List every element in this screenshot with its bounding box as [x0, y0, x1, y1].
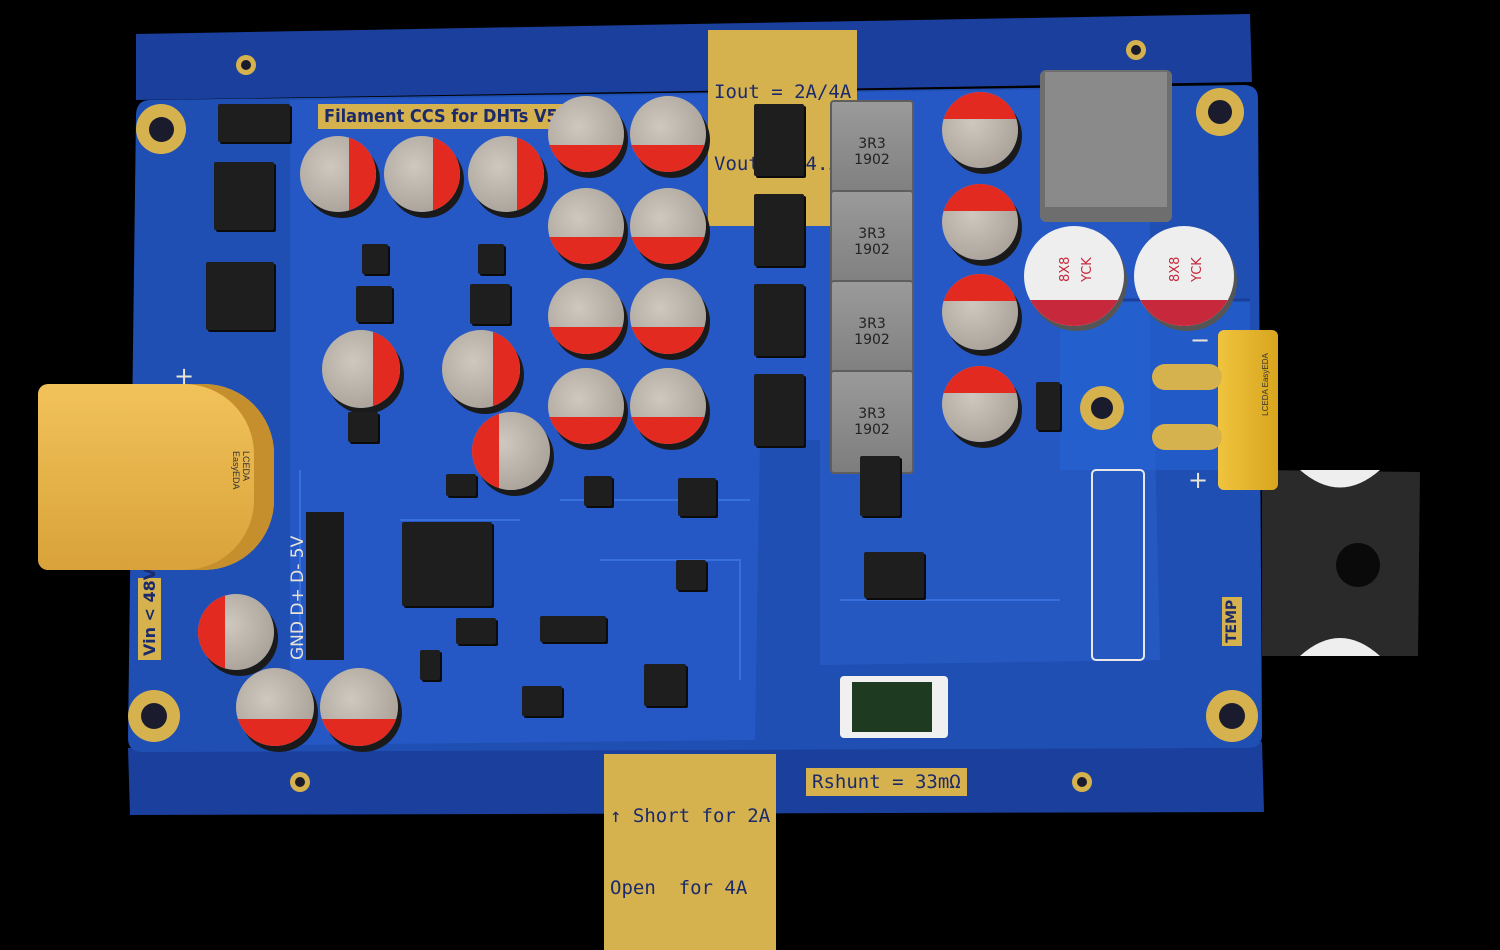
mount-hole [290, 772, 310, 792]
electrolytic-capacitor [548, 278, 624, 354]
ic-chip [584, 476, 612, 506]
mount-hole [128, 690, 180, 742]
minus-sign: − [1190, 326, 1211, 354]
electrolytic-capacitor [468, 136, 544, 212]
ic-chip [754, 104, 804, 176]
electrolytic-capacitor [236, 668, 314, 746]
electrolytic-capacitor [548, 188, 624, 264]
electrolytic-capacitor [384, 136, 460, 212]
mount-hole [1080, 386, 1124, 430]
rshunt-label: Rshunt = 33mΩ [806, 768, 967, 796]
top-frame [136, 14, 1252, 100]
electrolytic-capacitor [942, 184, 1018, 260]
electrolytic-capacitor [198, 594, 274, 670]
electrolytic-capacitor [300, 136, 376, 212]
ic-chip [214, 162, 274, 230]
connector-brand: LCEDA EasyEDA [1260, 353, 1270, 416]
electrolytic-capacitor [442, 330, 520, 408]
ic-chip [860, 456, 900, 516]
electrolytic-capacitor [942, 366, 1018, 442]
ic-chip [446, 474, 476, 496]
ic-chip [522, 686, 562, 716]
electrolytic-capacitor [630, 188, 706, 264]
ic-chip [754, 284, 804, 356]
ic-chip [348, 412, 378, 442]
ic-chip [754, 194, 804, 266]
electrolytic-capacitor [630, 278, 706, 354]
mount-hole [136, 104, 186, 154]
ic-chip [864, 552, 924, 598]
ic-chip [644, 664, 686, 706]
electrolytic-capacitor [942, 92, 1018, 168]
ic-chip [456, 618, 496, 644]
ic-chip [218, 104, 290, 142]
board-title: Filament CCS for DHTs V5.1 [318, 104, 582, 129]
ic-chip [540, 616, 606, 642]
electrolytic-capacitor [548, 368, 624, 444]
mount-hole [1196, 88, 1244, 136]
electrolytic-capacitor [630, 96, 706, 172]
ic-chip [678, 478, 716, 516]
vin-label: Vin < 48V [138, 568, 161, 660]
ic-chip [676, 560, 706, 590]
plus-sign: + [1188, 466, 1209, 494]
mount-hole [1126, 40, 1146, 60]
white-capacitor: 8X8 YCK [1024, 226, 1124, 326]
pcb-render: Iout = 2A/4A Vout < 14.3V Filament CCS f… [38, 14, 1420, 950]
input-connector: LCEDA EasyEDA [38, 384, 274, 570]
output-connector: LCEDA EasyEDA [1218, 330, 1278, 490]
ic-chip [362, 244, 388, 274]
ic-chip [478, 244, 504, 274]
temp-label: TEMP [1222, 596, 1242, 646]
electrolytic-capacitor [322, 330, 400, 408]
ic-chip [754, 374, 804, 446]
mount-hole [1072, 772, 1092, 792]
electrolytic-capacitor [320, 668, 398, 746]
mount-hole [236, 55, 256, 75]
jumper-label: ↑ Short for 2A Open for 4A [604, 754, 777, 950]
open-text: Open for 4A [610, 877, 748, 899]
electrolytic-capacitor [472, 412, 550, 490]
connector-brand: LCEDA EasyEDA [231, 451, 251, 490]
electrolytic-capacitor [942, 274, 1018, 350]
ic-chip [1036, 382, 1060, 430]
electrolytic-capacitor [548, 96, 624, 172]
output-pin [1152, 424, 1222, 450]
electrolytic-capacitor [630, 368, 706, 444]
ic-chip [206, 262, 274, 330]
iout-text: Iout = 2A/4A [714, 81, 852, 103]
white-capacitor: 8X8 YCK [1134, 226, 1234, 326]
mount-hole [1206, 690, 1258, 742]
output-pin [1152, 364, 1222, 390]
short-text: ↑ Short for 2A [610, 805, 771, 827]
ic-chip [402, 522, 492, 606]
ic-chip [420, 650, 440, 680]
ic-chip [356, 286, 392, 322]
header-label: GND D+ D- 5V [288, 535, 308, 660]
plus-sign: + [174, 362, 195, 390]
ic-chip [470, 284, 510, 324]
